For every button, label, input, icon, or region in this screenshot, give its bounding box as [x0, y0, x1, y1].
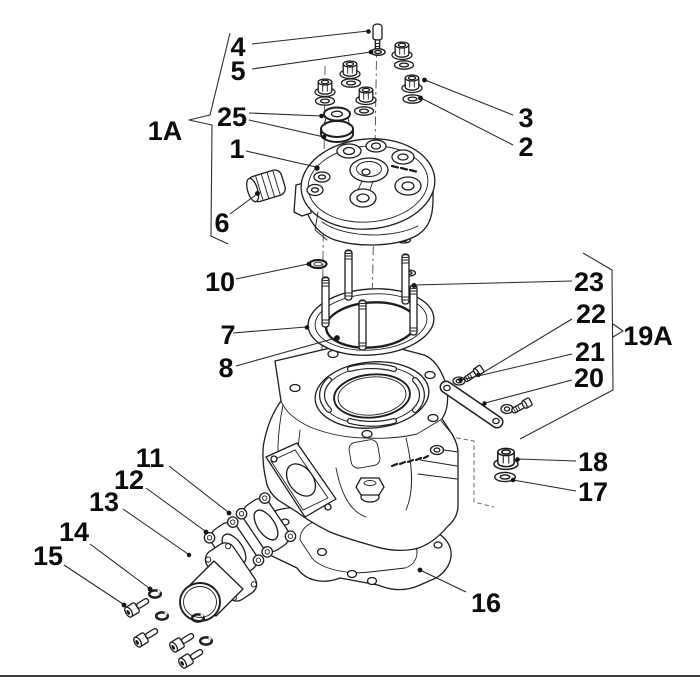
spring-washer: [198, 636, 214, 646]
o-ring-10: [308, 258, 328, 270]
stud: [321, 276, 330, 328]
callout-4: 4: [230, 32, 245, 62]
callout-23: 23: [574, 267, 604, 297]
callout-8: 8: [218, 353, 233, 383]
bracket-1A: [188, 32, 231, 245]
callout-11: 11: [136, 443, 165, 473]
callout-20: 20: [574, 363, 604, 393]
exhaust-manifold-13: [179, 542, 258, 622]
bracket-19A: [519, 252, 614, 440]
stay-bracket-20: [439, 380, 504, 429]
cylinder-front-bolt: [355, 477, 385, 503]
callout-2: 2: [518, 132, 533, 162]
callout-25: 25: [217, 102, 247, 132]
stud: [358, 299, 367, 351]
callout-10: 10: [205, 267, 235, 297]
callout-3: 3: [518, 103, 533, 133]
callout-22: 22: [576, 299, 606, 329]
nut-18: [493, 447, 519, 471]
stay-washer-20b: [500, 403, 514, 415]
socket-bolt: [167, 629, 197, 655]
projection-box: [433, 433, 495, 508]
callout-15: 15: [33, 541, 63, 571]
spring-washer: [154, 611, 170, 621]
rubber-mount-25: [320, 106, 354, 143]
bracket-19A-tick: [612, 323, 624, 338]
callout-21: 21: [575, 337, 605, 367]
callout-12: 12: [114, 465, 144, 495]
callout-16: 16: [471, 588, 501, 618]
callout-7: 7: [220, 320, 235, 350]
cylinder-head: [293, 138, 436, 246]
socket-bolt: [122, 594, 152, 620]
head-engraving-marks: [390, 164, 418, 173]
cylinder-branding-marks: [390, 454, 430, 468]
callout-1A: 1A: [148, 116, 183, 146]
callout-1: 1: [229, 134, 244, 164]
callout-19A: 19A: [623, 321, 673, 351]
exhaust-port-flange: [265, 442, 337, 518]
socket-bolt: [131, 624, 161, 650]
callout-6: 6: [214, 208, 229, 238]
callout-5: 5: [230, 56, 245, 86]
socket-bolt: [176, 645, 206, 671]
bore-slots: [319, 363, 425, 427]
stud: [401, 253, 410, 305]
callout-13: 13: [89, 487, 119, 517]
callout-17: 17: [578, 477, 608, 507]
cylinder: [262, 344, 459, 552]
head-nuts-and-washers: [314, 41, 423, 116]
head-bolt-bosses: [306, 139, 422, 208]
spring-washer: [147, 589, 163, 599]
stay-bolt-20c: [509, 396, 534, 416]
leader-lines: [63, 29, 577, 608]
stud: [344, 249, 353, 301]
callout-14: 14: [59, 517, 89, 547]
head-bolt-4: [372, 23, 383, 51]
callout-18: 18: [578, 447, 608, 477]
stud: [409, 284, 418, 336]
